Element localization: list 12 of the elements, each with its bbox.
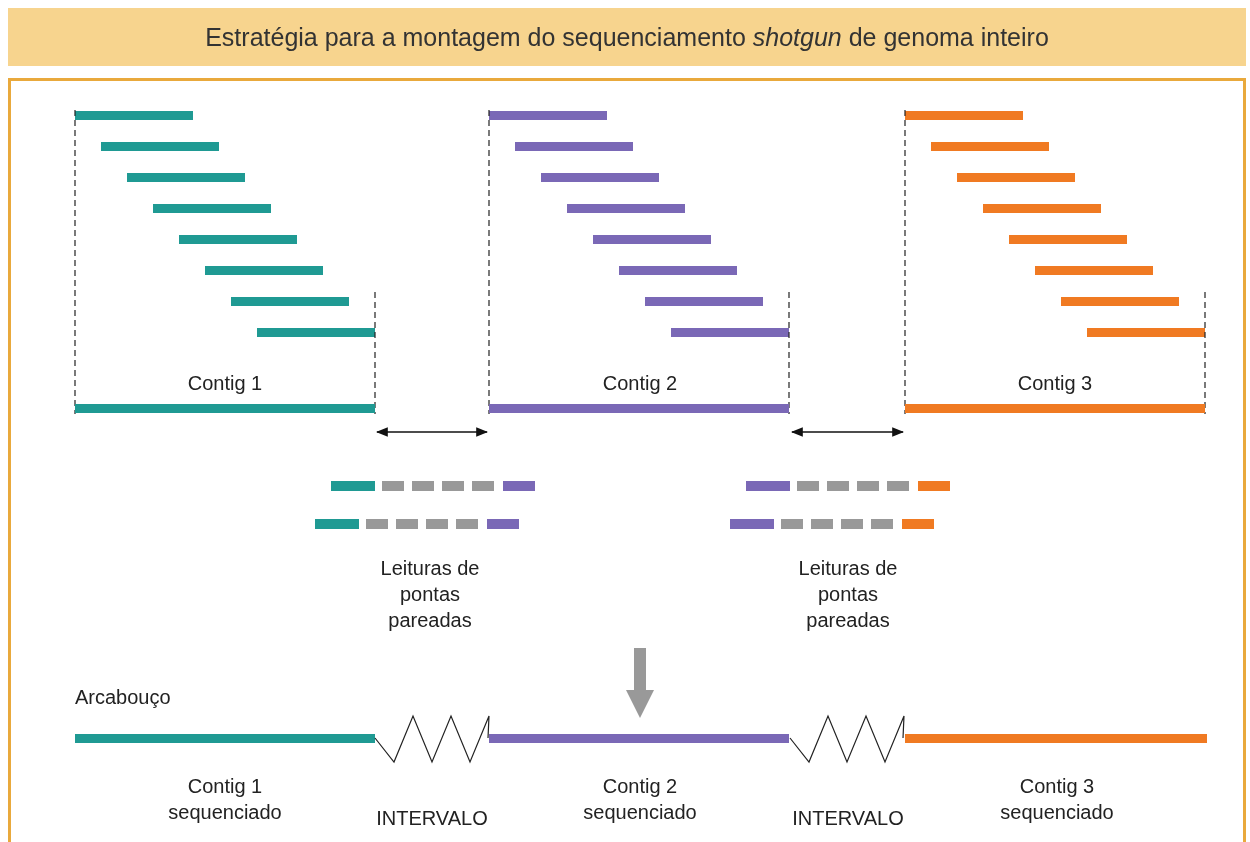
scaffold-label: Arcabouço: [75, 685, 171, 710]
text-label: Contig 3: [1016, 371, 1094, 396]
text-label: Contig 3 sequenciado: [999, 774, 1115, 825]
title-banner: Estratégia para a montagem do sequenciamento shotgun de genoma inteiro: [8, 8, 1246, 66]
text-label: Leituras de pontas pareadas: [379, 556, 481, 633]
text-label: Contig 2: [601, 371, 679, 396]
text-label: Leituras de pontas pareadas: [797, 556, 899, 633]
text-label: INTERVALO: [791, 806, 905, 831]
text-label: INTERVALO: [375, 806, 489, 831]
text-label: Contig 1 sequenciado: [167, 774, 283, 825]
text-label: Contig 1: [186, 371, 264, 396]
text-label: Contig 2 sequenciado: [582, 774, 698, 825]
